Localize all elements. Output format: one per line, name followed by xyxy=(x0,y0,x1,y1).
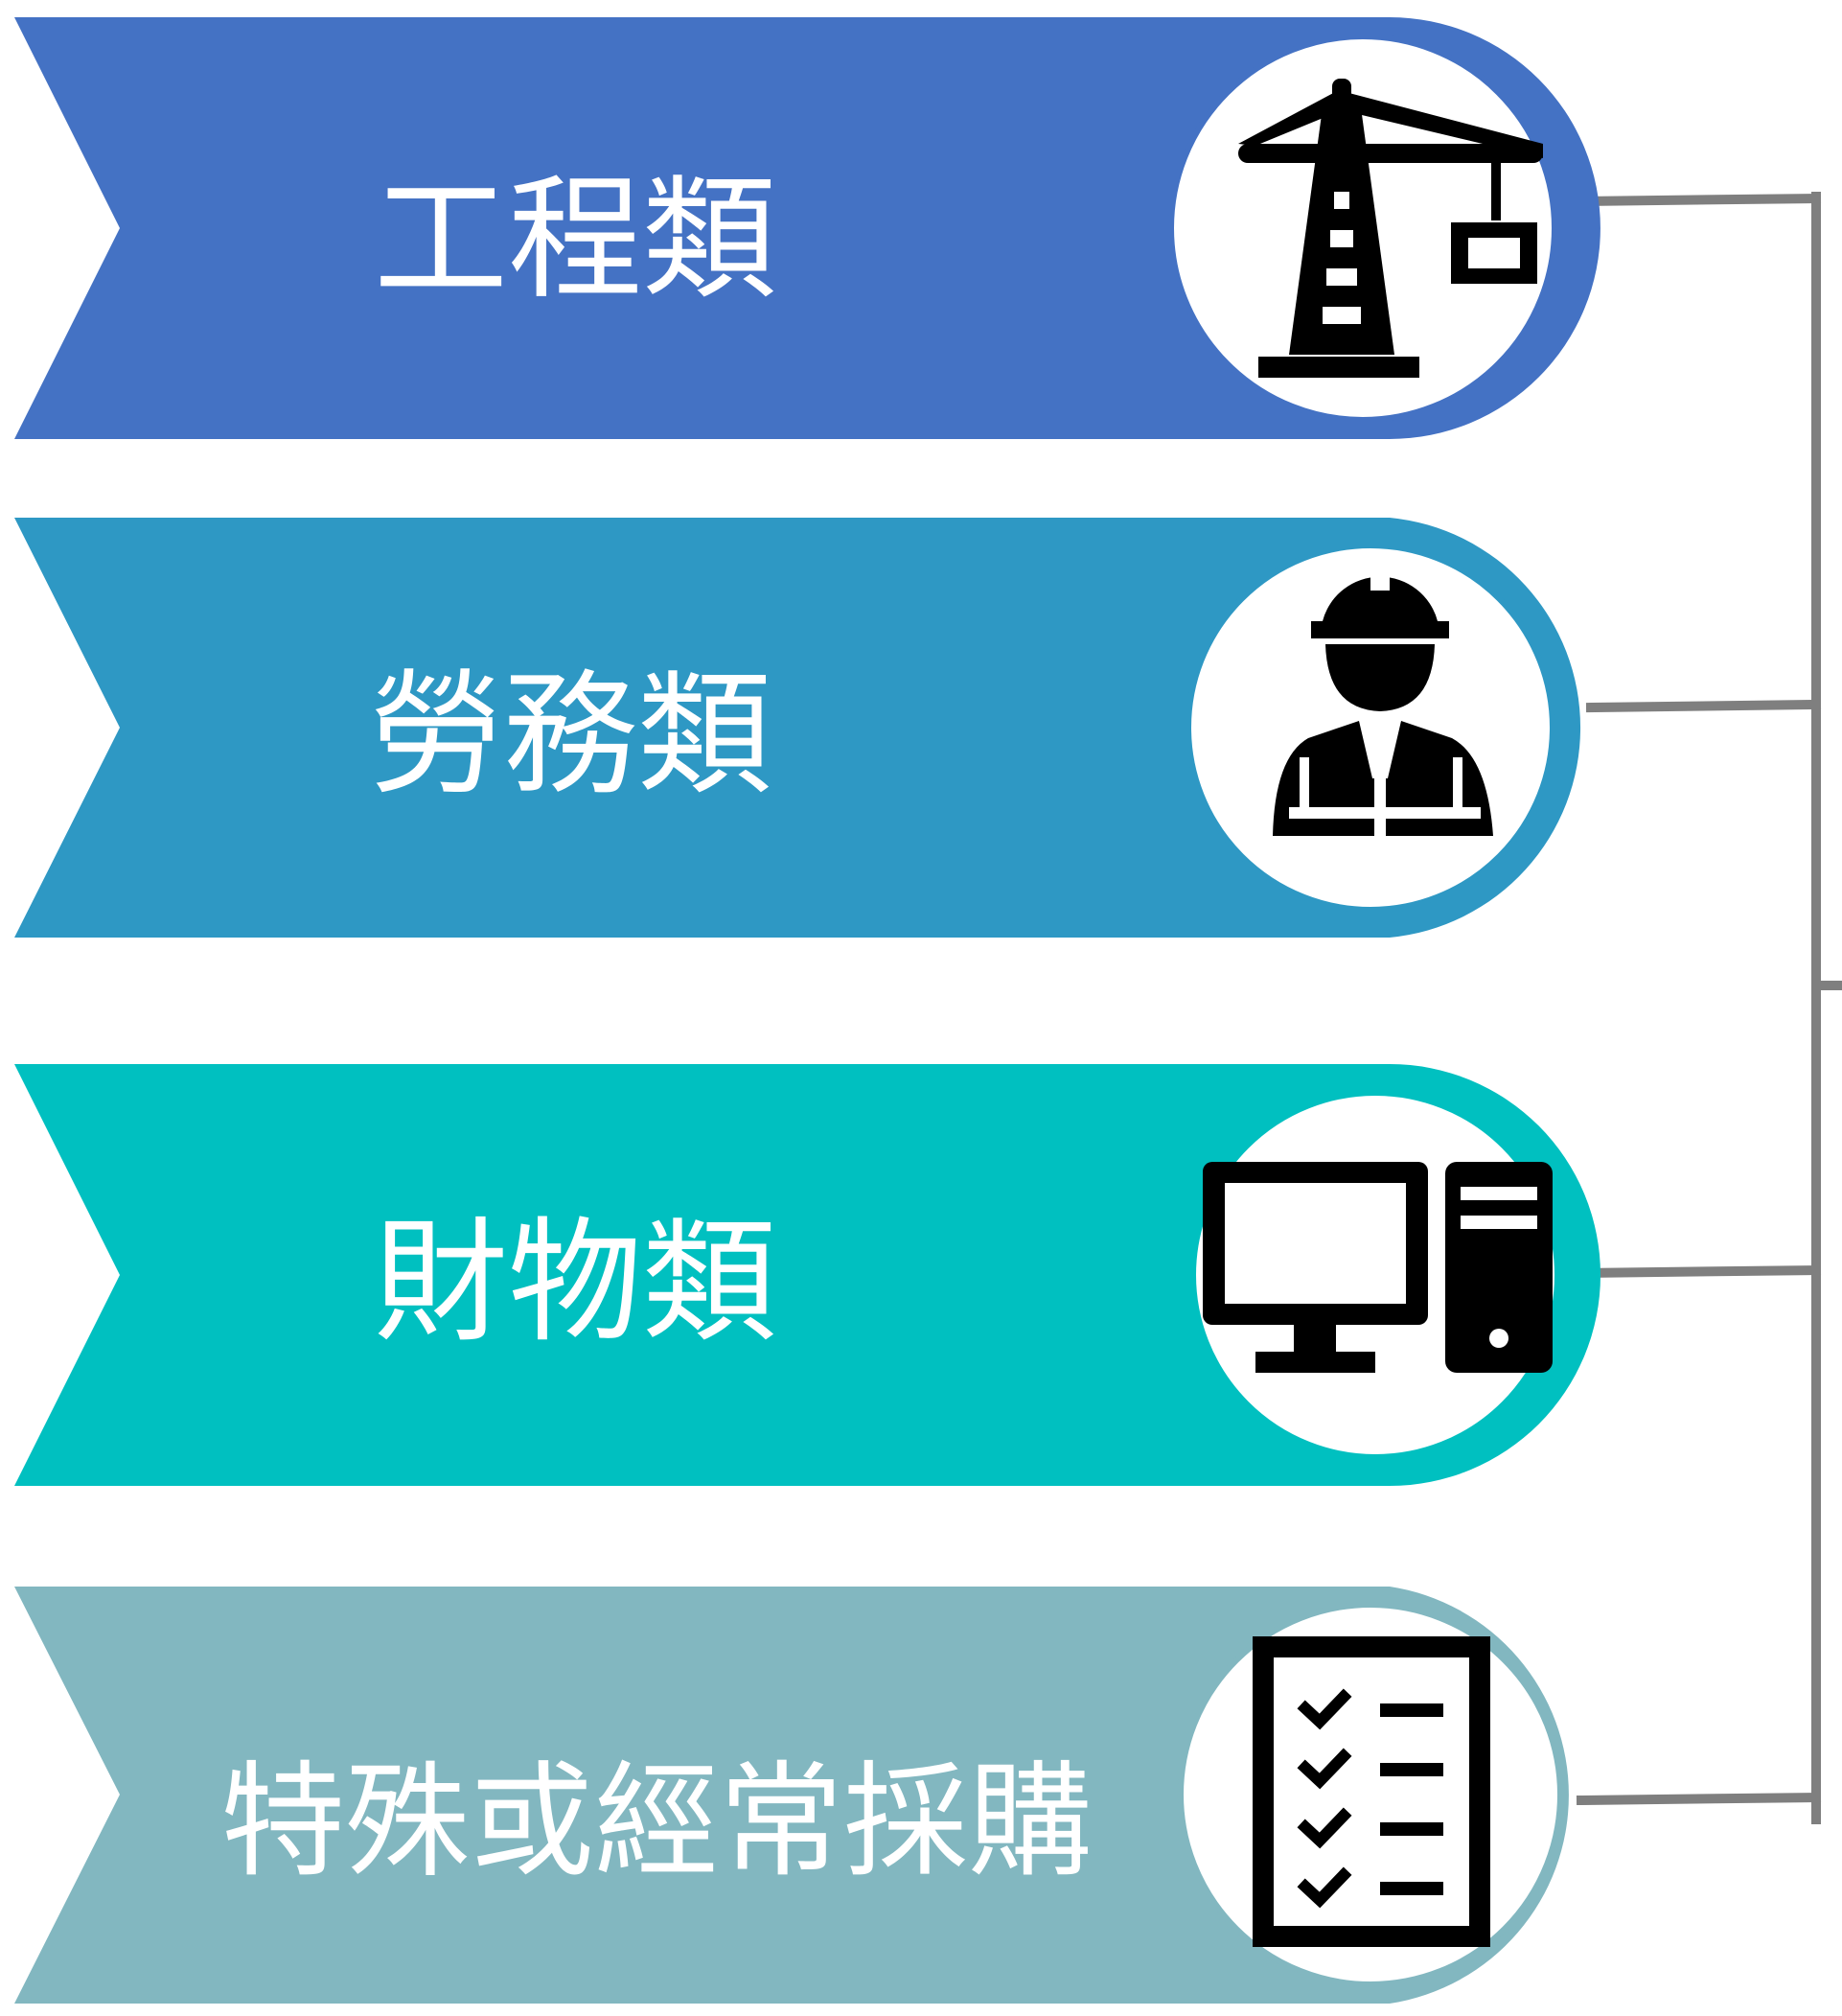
connector-line-3 xyxy=(1576,1264,1822,1279)
category-banner-services: 勞務類 xyxy=(14,518,1581,938)
checklist-icon xyxy=(1253,1636,1490,1947)
category-label: 工程類 xyxy=(374,162,776,318)
connector-line-4 xyxy=(1576,1792,1822,1806)
banner-shape xyxy=(14,1587,1569,2004)
construction-worker-icon xyxy=(1273,558,1493,838)
category-label: 財物類 xyxy=(374,1205,776,1361)
category-label: 特殊或經常採購 xyxy=(220,1749,1093,1894)
bracket-connector xyxy=(1576,192,1842,1824)
category-banner-goods: 財物類 xyxy=(14,1064,1600,1486)
category-banner-engineering: 工程類 xyxy=(14,17,1600,439)
connector-line-1 xyxy=(1576,193,1822,207)
banner-shape xyxy=(14,518,1581,938)
desktop-computer-icon xyxy=(1203,1162,1553,1373)
connector-line-2 xyxy=(1585,699,1822,713)
category-label: 勞務類 xyxy=(369,658,771,814)
category-banner-special-procurement: 特殊或經常採購 xyxy=(14,1587,1569,2004)
tower-crane-icon xyxy=(1238,79,1543,378)
